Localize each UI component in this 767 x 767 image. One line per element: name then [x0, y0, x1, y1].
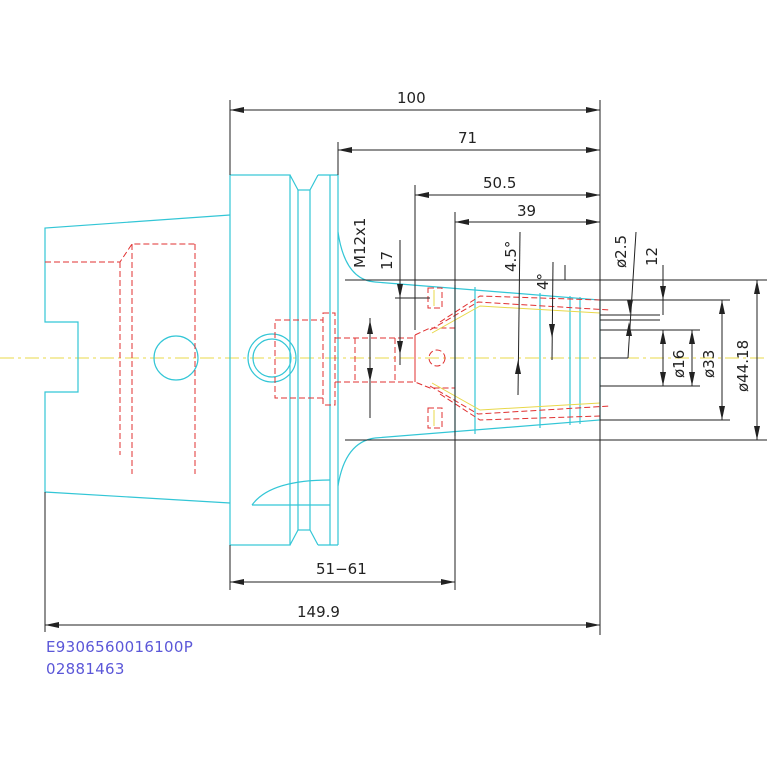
dim-50-5: 50.5 [483, 174, 516, 192]
dim-17: 17 [378, 251, 396, 270]
dim-dia-2-5: ø2.5 [612, 235, 630, 268]
dim-dia-44-18: ø44.18 [734, 340, 752, 392]
part-number: E9306560016100P [46, 638, 194, 656]
dim-39: 39 [517, 202, 536, 220]
dimension-lines [44, 100, 767, 635]
dim-149-9: 149.9 [297, 603, 340, 621]
order-number: 02881463 [46, 660, 125, 678]
dim-12: 12 [643, 247, 661, 266]
dim-dia-16: ø16 [670, 350, 688, 378]
dim-dia-33: ø33 [700, 350, 718, 378]
dim-100: 100 [397, 89, 426, 107]
hidden-lines [45, 243, 611, 474]
dim-angle-4: 4° [534, 273, 552, 290]
yellow-lines [431, 290, 601, 426]
dim-71: 71 [458, 129, 477, 147]
arrowheads [45, 107, 760, 628]
dim-51-61: 51−61 [316, 560, 367, 578]
holder-outline [44, 174, 601, 546]
dim-angle-4-5: 4.5° [502, 241, 520, 272]
dim-thread: M12x1 [351, 218, 369, 268]
dimension-labels: 100 71 50.5 39 51−61 149.9 M12x1 17 4.5°… [297, 89, 752, 621]
